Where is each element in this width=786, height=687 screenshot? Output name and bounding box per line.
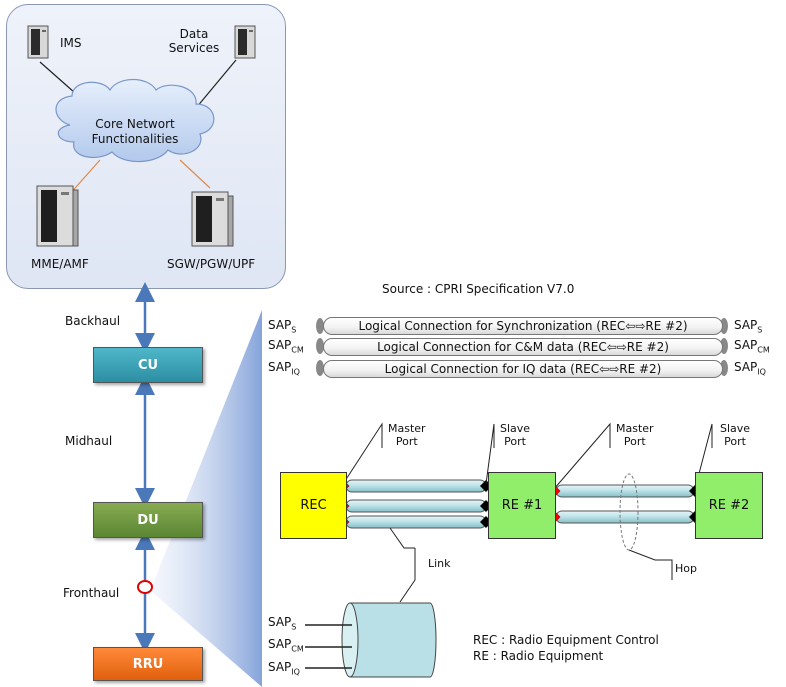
sgw-label: SGW/PGW/UPF (167, 257, 256, 271)
rec-re1-cables (345, 479, 487, 529)
source-label: Source : CPRI Specification V7.0 (382, 282, 575, 296)
port-callouts (342, 422, 713, 490)
link-callout-b (399, 548, 416, 603)
sap-s-right: SAPS (734, 318, 763, 335)
sap-iq-left: SAPIQ (268, 360, 300, 377)
master-port-label-1: Master Port (388, 422, 426, 448)
cloud-label-1: Core Networt (95, 117, 175, 131)
link-callout-a (389, 527, 415, 549)
hop-label: Hop (675, 562, 697, 575)
rec-box: REC (280, 472, 347, 539)
sap-s-cylinder: SAPS (268, 615, 297, 632)
iq-connection: Logical Connection for IQ data (REC⇦⇨RE … (323, 360, 723, 378)
cu-node: CU (93, 347, 203, 383)
legend-rec: REC : Radio Equipment Control (473, 633, 659, 647)
sgw-server-icon (191, 191, 234, 247)
cable-cylinder (341, 602, 437, 678)
cloud-shape (55, 78, 215, 163)
re1-re2-cables (555, 484, 695, 524)
hop-callout (628, 549, 673, 580)
cm-connection: Logical Connection for C&M data (REC⇦⇨RE… (323, 338, 723, 356)
data-link-line (195, 59, 237, 109)
data-services-label: Data Services (168, 27, 220, 55)
ims-server-icon (27, 25, 49, 59)
sap-cylinder-lines (305, 624, 352, 669)
sap-iq-cylinder: SAPIQ (268, 660, 300, 677)
fronthaul-marker (137, 580, 153, 594)
slave-port-label-1: Slave Port (500, 422, 531, 448)
master-port-label-2: Master Port (616, 422, 654, 448)
cloud-label-2: Functionalities (91, 132, 179, 146)
sgw-link-line (179, 159, 211, 189)
link-label: Link (428, 557, 451, 570)
sync-connection: Logical Connection for Synchronization (… (323, 317, 723, 335)
fronthaul-label: Fronthaul (63, 586, 120, 600)
slave-port-label-2: Slave Port (720, 422, 751, 448)
mme-label: MME/AMF (31, 257, 89, 271)
du-node: DU (93, 502, 203, 538)
re1-box: RE #1 (488, 472, 556, 539)
sap-cm-cylinder: SAPCM (268, 637, 304, 654)
zoom-wedge (152, 310, 262, 687)
sap-iq-right: SAPIQ (734, 360, 766, 377)
midhaul-label: Midhaul (65, 434, 113, 448)
re2-box: RE #2 (695, 472, 763, 539)
mme-server-icon (36, 185, 79, 247)
legend-re: RE : Radio Equipment (473, 649, 604, 663)
rru-node: RRU (93, 647, 203, 681)
backhaul-label: Backhaul (65, 314, 121, 328)
sap-cm-left: SAPCM (268, 338, 304, 355)
sap-s-left: SAPS (268, 318, 297, 335)
ims-label: IMS (60, 36, 82, 50)
data-server-icon (234, 25, 256, 59)
sap-cm-right: SAPCM (734, 338, 770, 355)
